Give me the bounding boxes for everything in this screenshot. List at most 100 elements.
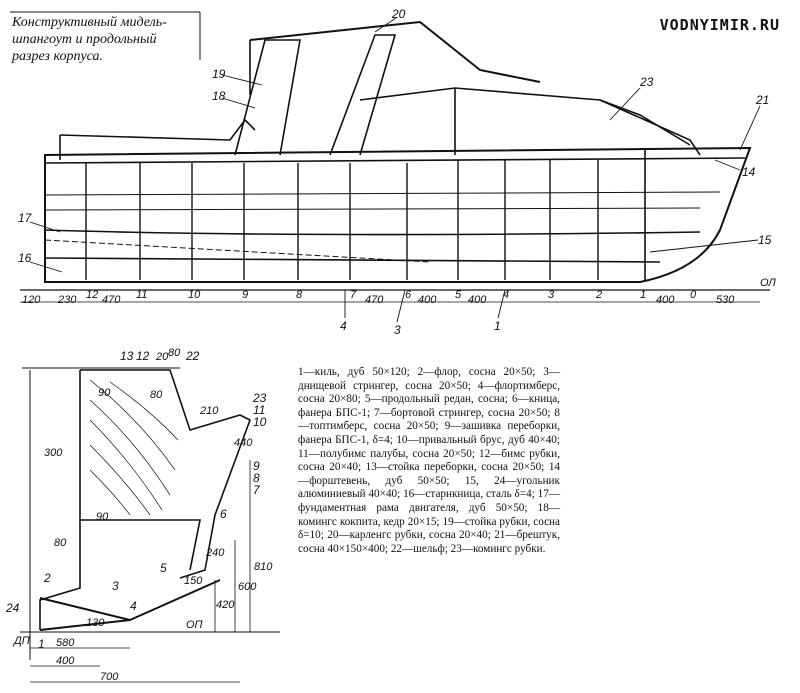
dim-810: 810: [254, 561, 273, 573]
legend-item-13: 13—стойка переборки, сосна 20×50;: [365, 461, 549, 474]
legend-item-8: 8—топтимберс, сосна 20×50;: [298, 406, 560, 433]
profile-callout-21: 21: [755, 93, 769, 107]
legend-item-5: 5—продольный редан, сосна;: [364, 393, 513, 406]
frame-number-6: 6: [405, 289, 412, 301]
profile-callout-14: 14: [742, 165, 756, 179]
section-callout-2: 2: [43, 571, 51, 585]
dim-580: 580: [56, 637, 75, 649]
profile-callout-17: 17: [18, 211, 33, 225]
frame-number-0: 0: [690, 289, 697, 301]
title-line-1: Конструктивный мидель-: [12, 15, 167, 30]
legend-item-4: 4—флортимберс, сосна 20×80;: [298, 379, 560, 406]
legend-item-1: 1—киль, дуб 50×120;: [298, 366, 418, 378]
legend-item-19: 19—стойка рубки, сосна δ=10;: [298, 515, 560, 542]
section-callout-10: 10: [253, 415, 267, 429]
frame-number-3: 3: [548, 289, 555, 301]
legend-item-16: 16—старнкница, сталь δ=4;: [403, 488, 538, 501]
site-watermark: VODNYIMIR.RU: [659, 16, 780, 34]
section-callout-24: 24: [5, 601, 20, 615]
profile-callout-20: 20: [391, 7, 406, 21]
legend-item-23: 23—комингс рубки.: [450, 542, 546, 555]
section-baseline-OP: ОП: [186, 619, 203, 631]
dim-240: 240: [205, 547, 225, 559]
dim-90-bottom: 90: [96, 511, 109, 523]
legend-item-17: 17—фундаментная рама двигателя, дуб 50×5…: [298, 488, 560, 514]
dim-400: 400: [56, 655, 75, 667]
dim-300: 300: [44, 447, 63, 459]
legend-item-10: 10—привальный брус, дуб 40×40;: [396, 433, 560, 446]
frame-number-7: 7: [350, 289, 357, 301]
legend-item-14: 14—форштевень, дуб 50×50;: [298, 461, 560, 487]
frame-number-11: 11: [136, 289, 147, 301]
legend-item-6: 6—кница, фанера БПС-1;: [298, 393, 560, 419]
profile-callout-19: 19: [212, 67, 226, 81]
spacing-120: 120: [22, 294, 41, 306]
legend-item-22: 22—шельф;: [390, 542, 451, 555]
section-callout-6: 6: [220, 507, 227, 521]
dim-130: 130: [86, 617, 105, 629]
spacing-470-b: 470: [365, 294, 384, 306]
dim-90-top: 90: [98, 387, 111, 399]
dim-700: 700: [100, 671, 119, 683]
title-line-3: разрез корпуса.: [12, 49, 104, 64]
section-callout-13: 13: [120, 349, 134, 363]
legend-item-11: 11—полубимс палубы, сосна 20×50;: [298, 447, 480, 460]
profile-callout-23: 23: [639, 75, 654, 89]
section-callout-5: 5: [160, 561, 167, 575]
section-callout-8: 8: [253, 471, 260, 485]
frame-number-9: 9: [242, 289, 248, 301]
spacing-400-a: 400: [418, 294, 437, 306]
frame-number-4: 4: [503, 289, 509, 301]
section-callout-11: 11: [253, 403, 265, 417]
legend-item-3: 3—днищевой стрингер, сосна 20×50;: [298, 366, 560, 392]
section-callout-4: 4: [130, 599, 137, 613]
legend-text: 1—киль, дуб 50×120; 2—флор, сосна 20×50;…: [298, 366, 560, 556]
profile-callout-15: 15: [758, 233, 772, 247]
legend-item-18: 18—комингс кокпита, кедр 20×15;: [298, 501, 560, 528]
keel-label-DP: ДП: [12, 635, 30, 647]
legend-item-7: 7—бортовой стрингер, сосна 20×50;: [374, 406, 555, 419]
dim-150: 150: [184, 575, 203, 587]
dim-420: 420: [216, 599, 235, 611]
frame-number-2: 2: [595, 289, 602, 301]
frame-number-12: 12: [86, 289, 98, 301]
baseline-label-OL: ОЛ: [760, 277, 776, 289]
dim-80-mid: 80: [150, 389, 163, 401]
section-callout-22: 22: [185, 349, 200, 363]
spacing-400-b: 400: [468, 294, 487, 306]
profile-callout-16: 16: [18, 251, 32, 265]
frame-number-10: 10: [188, 289, 201, 301]
section-callout-23: 23: [252, 391, 267, 405]
profile-callout-18: 18: [212, 89, 226, 103]
dim-80-top: 80: [168, 347, 181, 359]
title-line-2: шпангоут и продольный: [12, 32, 157, 47]
drawing-title: Конструктивный мидель- шпангоут и продол…: [12, 14, 212, 65]
dim-80-bottom: 80: [54, 537, 67, 549]
profile-callout-1: 1: [494, 319, 501, 333]
dim-20: 20: [155, 351, 169, 363]
frame-number-5: 5: [455, 289, 462, 301]
section-callout-3: 3: [112, 579, 119, 593]
section-callout-1: 1: [38, 637, 45, 651]
spacing-400-c: 400: [656, 294, 675, 306]
dim-210: 210: [199, 405, 219, 417]
spacing-230: 230: [57, 294, 77, 306]
legend-item-2: 2—флор, сосна 20×50;: [417, 366, 544, 378]
spacing-530: 530: [716, 294, 735, 306]
profile-callout-4: 4: [340, 319, 347, 333]
legend-item-9: 9—зашивка переборки, фанера БПС-1, δ=4;: [298, 420, 560, 446]
spacing-470-a: 470: [102, 294, 121, 306]
dim-440: 440: [234, 437, 253, 449]
section-callout-9: 9: [253, 459, 260, 473]
frame-number-8: 8: [296, 289, 303, 301]
section-callout-12: 12: [136, 349, 150, 363]
legend-item-20: 20—карленгс рубки, сосна 20×40;: [327, 529, 495, 542]
profile-callout-3: 3: [394, 323, 401, 337]
dim-600: 600: [238, 581, 257, 593]
legend-item-12: 12—бимс рубки, сосна 20×40;: [298, 447, 560, 474]
legend-item-21: 21—брештук, сосна 40×150×400;: [298, 529, 560, 555]
legend-item-15-24: 15, 24—угольник алюминиевый 40×40;: [298, 474, 560, 501]
section-callout-7: 7: [253, 483, 261, 497]
